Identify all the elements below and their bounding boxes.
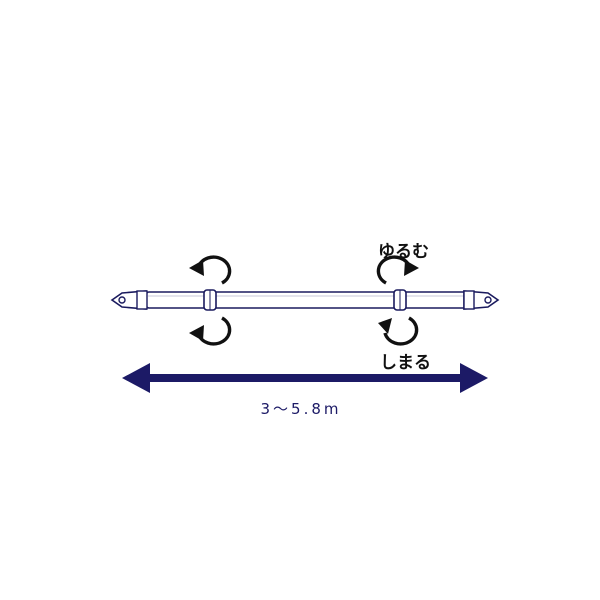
tension-rod	[110, 289, 500, 311]
left-upper-rotate-arrow-icon	[189, 255, 232, 285]
right-upper-rotate-arrow-icon	[376, 255, 419, 285]
left-lower-rotate-arrow-icon	[189, 316, 232, 346]
rod-tube	[145, 291, 467, 309]
length-range-label: 3～5.8m	[260, 400, 342, 418]
tighten-label: しまる	[380, 353, 431, 373]
right-lower-rotate-arrow-icon	[378, 316, 419, 346]
right-end-cap-icon	[463, 290, 500, 310]
left-joint	[203, 289, 217, 311]
length-arrow-shaft	[146, 374, 464, 382]
length-arrow-left-head	[122, 363, 150, 393]
loosen-label: ゆるむ	[378, 242, 429, 262]
right-joint	[393, 289, 407, 311]
left-end-cap-icon	[110, 290, 148, 310]
length-arrow-right-head	[460, 363, 488, 393]
length-double-arrow-icon	[122, 363, 488, 393]
